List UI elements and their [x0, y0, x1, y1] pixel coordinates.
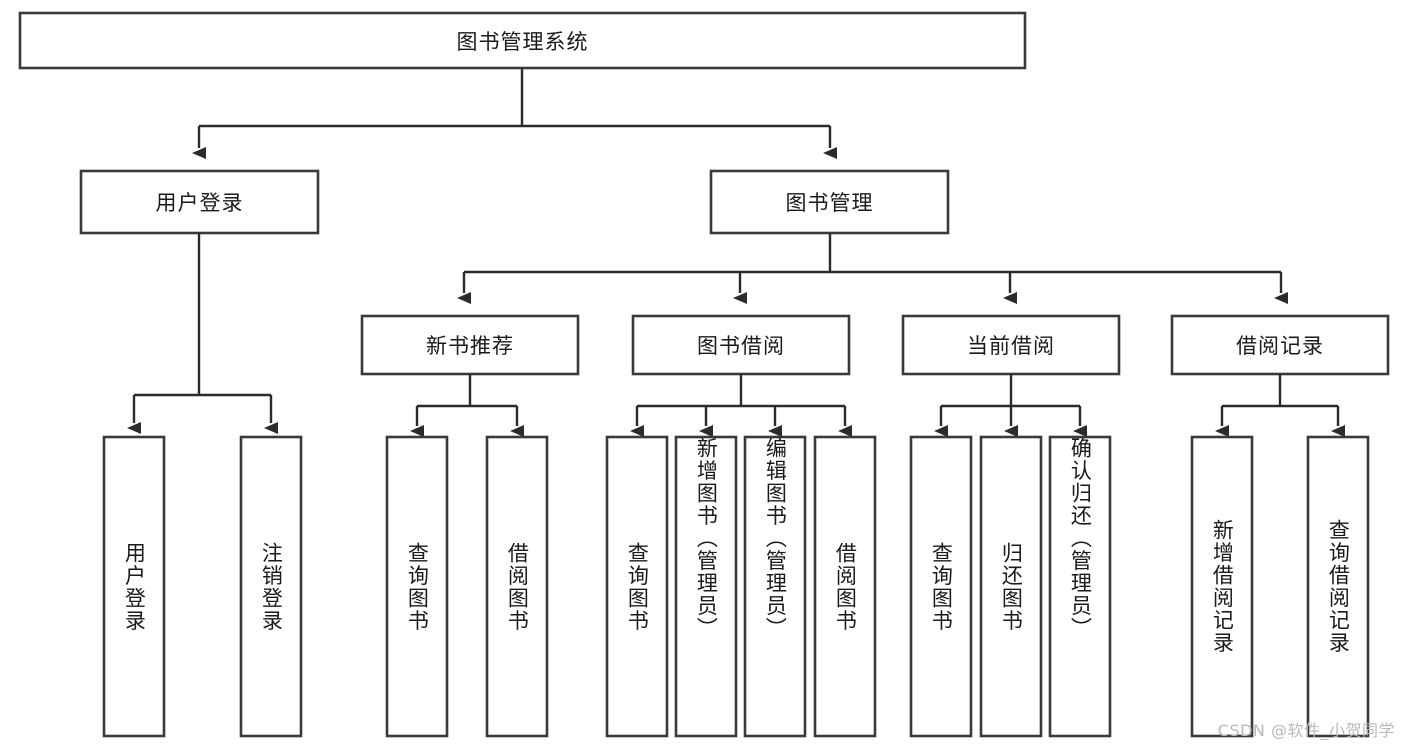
leaf-box-add-borrow-record[interactable]: [1190, 435, 1254, 738]
node-borrow-record-box[interactable]: [1170, 314, 1390, 376]
node-root-box[interactable]: [18, 11, 1027, 70]
leaf-box-query-borrow-record[interactable]: [1306, 435, 1370, 738]
node-book-manage-box[interactable]: [709, 169, 950, 235]
leaf-box-borrow-book-bb[interactable]: [813, 435, 877, 738]
leaf-box-confirm-return-admin[interactable]: [1048, 435, 1112, 738]
node-new-book-recommend-box[interactable]: [360, 314, 580, 376]
leaf-box-add-book-admin[interactable]: [674, 435, 738, 738]
leaf-box-query-book-cb[interactable]: [909, 435, 973, 738]
leaf-box-user-login[interactable]: [102, 435, 166, 738]
node-current-borrow-box[interactable]: [901, 314, 1121, 376]
leaf-box-logout[interactable]: [239, 435, 303, 738]
leaf-box-edit-book-admin[interactable]: [743, 435, 807, 738]
leaf-box-query-book-rec[interactable]: [385, 435, 449, 738]
leaf-box-query-book-bb[interactable]: [605, 435, 669, 738]
node-book-borrow-box[interactable]: [631, 314, 851, 376]
leaf-box-borrow-book-rec[interactable]: [485, 435, 549, 738]
leaf-box-return-book[interactable]: [979, 435, 1043, 738]
watermark-text: CSDN @软件_小贺同学: [1217, 721, 1395, 740]
node-user-login-box[interactable]: [79, 169, 320, 235]
